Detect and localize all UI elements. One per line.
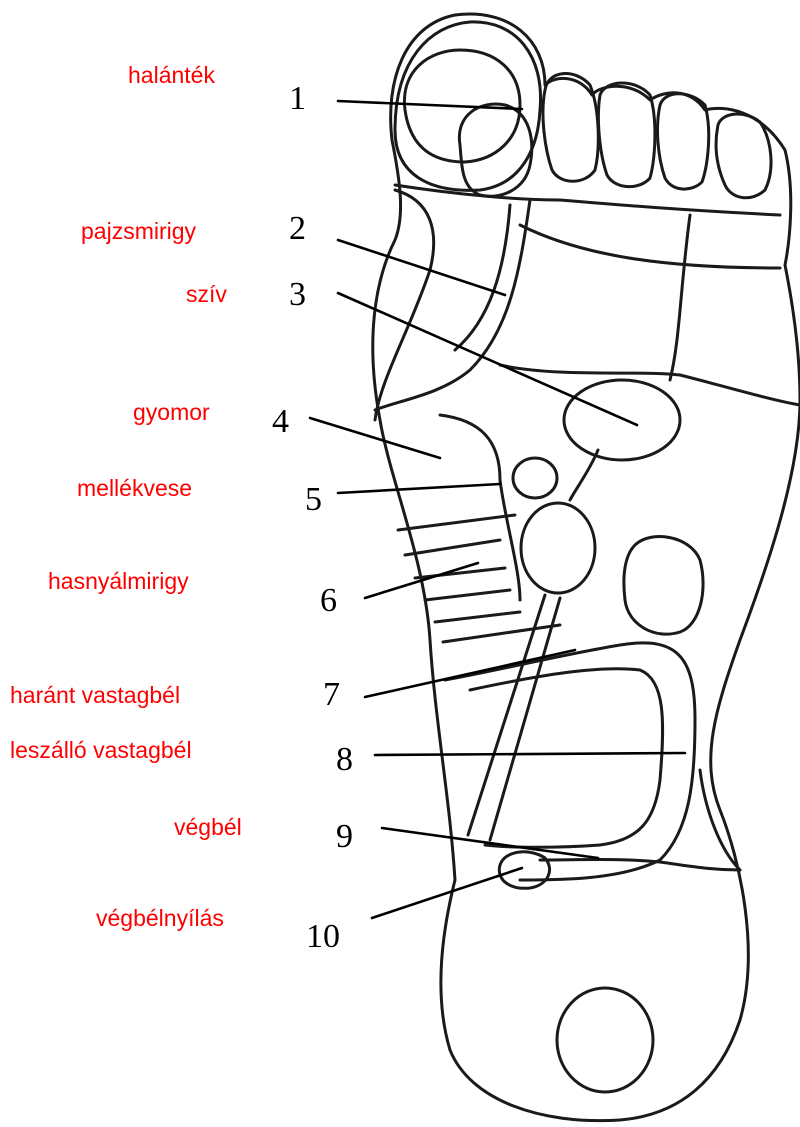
heart-zone bbox=[564, 380, 680, 460]
zone-label-4: gyomor bbox=[133, 401, 210, 424]
foot-outline bbox=[373, 14, 800, 1121]
adrenal-zone bbox=[513, 458, 557, 498]
pancreas-hatch-1 bbox=[398, 515, 515, 530]
zone-number-1: 1 bbox=[289, 82, 306, 116]
ureter-left bbox=[468, 595, 545, 835]
zone-label-7: haránt vastagbél bbox=[10, 684, 180, 707]
zone-number-9: 9 bbox=[336, 820, 353, 854]
leader-line-5 bbox=[338, 484, 500, 493]
zone-number-6: 6 bbox=[320, 584, 337, 618]
zone-label-10: végbélnyílás bbox=[96, 907, 224, 930]
leader-line-8 bbox=[375, 753, 685, 755]
toe-4 bbox=[658, 94, 709, 189]
leader-line-2 bbox=[338, 240, 505, 295]
arch-band-outer bbox=[375, 190, 434, 420]
zone-label-9: végbél bbox=[174, 816, 242, 839]
zone-label-8: leszálló vastagbél bbox=[10, 739, 192, 762]
heel-zone bbox=[557, 988, 653, 1092]
pancreas-hatch-6 bbox=[443, 625, 560, 642]
center-line bbox=[670, 215, 690, 380]
leader-line-6 bbox=[365, 563, 478, 598]
zone-number-5: 5 bbox=[305, 483, 322, 517]
zone-label-3: szív bbox=[186, 283, 227, 306]
zone-number-4: 4 bbox=[272, 405, 289, 439]
big-toe-inner-pad bbox=[459, 104, 531, 196]
toe-base-line-2 bbox=[520, 225, 780, 268]
zone-label-1: halánték bbox=[128, 64, 215, 87]
adrenal-link bbox=[570, 450, 598, 500]
leader-line-3 bbox=[338, 293, 637, 425]
rectum-zone bbox=[499, 852, 549, 888]
toe-5 bbox=[716, 114, 771, 198]
zone-label-5: mellékvese bbox=[77, 477, 192, 500]
leader-line-4 bbox=[310, 418, 440, 458]
colon-outer bbox=[445, 643, 695, 880]
zone-number-10: 10 bbox=[306, 920, 340, 954]
zone-label-2: pajzsmirigy bbox=[81, 220, 196, 243]
arch-band-inner-2 bbox=[455, 205, 510, 350]
pancreas-hatch-5 bbox=[435, 612, 520, 622]
bladder-zone bbox=[624, 537, 703, 635]
zone-number-8: 8 bbox=[336, 743, 353, 777]
zone-number-2: 2 bbox=[289, 212, 306, 246]
kidney-zone bbox=[521, 503, 595, 593]
pancreas-hatch-2 bbox=[405, 540, 500, 555]
leader-line-9 bbox=[382, 828, 598, 858]
zone-number-7: 7 bbox=[323, 678, 340, 712]
zone-label-6: hasnyálmirigy bbox=[48, 570, 189, 593]
colon-inner bbox=[470, 669, 663, 848]
zone-number-3: 3 bbox=[289, 278, 306, 312]
pancreas-hatch-4 bbox=[425, 590, 510, 600]
